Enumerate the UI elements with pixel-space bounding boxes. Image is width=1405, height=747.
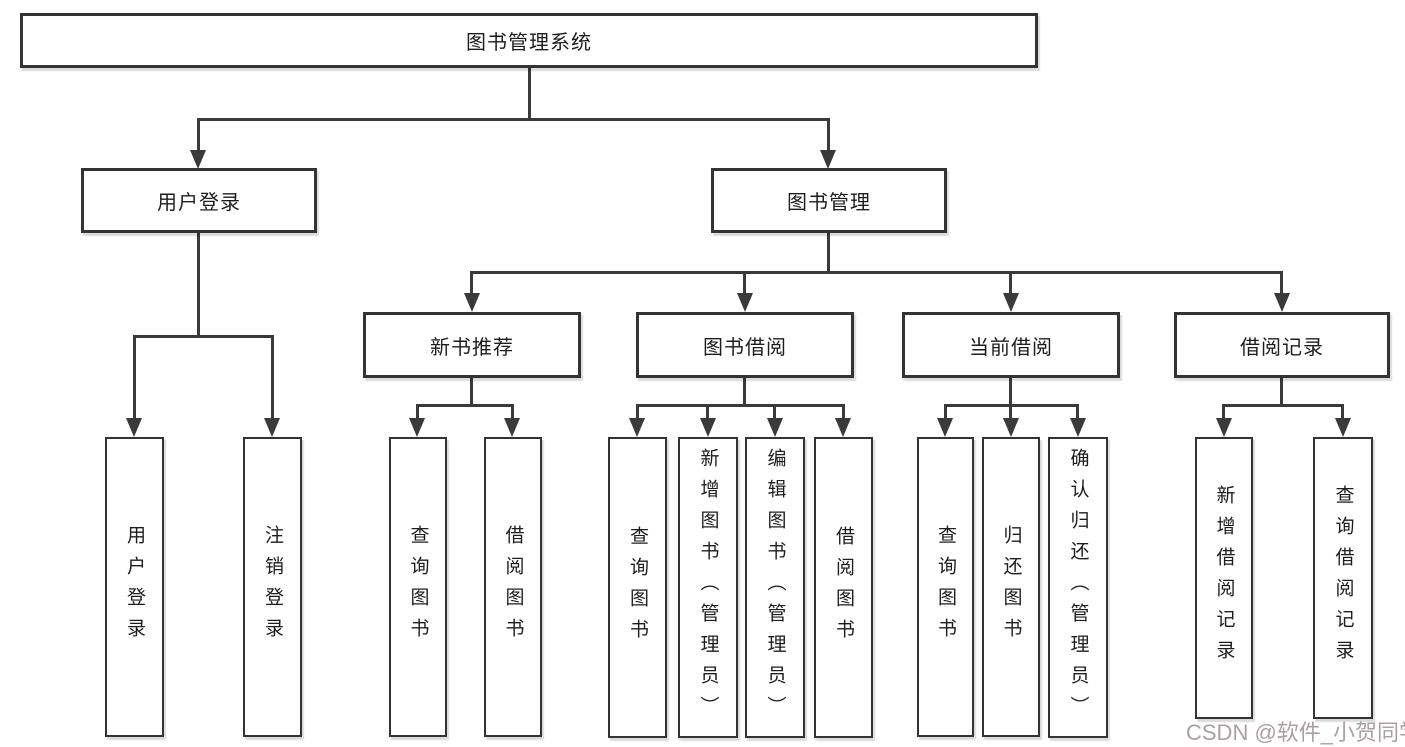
node-book-management-label: 图书管理	[787, 192, 871, 214]
leaf-add-book-admin: 新增图书（管理员）	[678, 437, 738, 738]
leaf-query-book-3-label: 查询图书	[935, 525, 956, 649]
connector-line	[1076, 404, 1079, 421]
arrow-down-icon	[504, 418, 520, 437]
arrow-down-icon	[190, 150, 206, 169]
connector-line	[1009, 271, 1012, 295]
connector-line	[773, 404, 776, 421]
leaf-query-borrow-record: 查询借阅记录	[1313, 437, 1373, 719]
arrow-down-icon	[629, 418, 645, 437]
arrow-down-icon	[1274, 293, 1290, 312]
arrow-down-icon	[700, 418, 716, 437]
connector-line	[416, 404, 514, 407]
connector-line	[197, 118, 200, 153]
connector-line	[743, 271, 746, 295]
node-book-borrow-label: 图书借阅	[703, 336, 787, 359]
arrow-down-icon	[409, 418, 425, 437]
leaf-query-book-2: 查询图书	[608, 437, 667, 738]
connector-line	[636, 404, 639, 421]
connector-line	[827, 231, 830, 274]
leaf-add-borrow-record: 新增借阅记录	[1195, 437, 1253, 719]
leaf-query-book-1: 查询图书	[389, 437, 447, 737]
connector-line	[1009, 404, 1012, 421]
connector-line	[706, 404, 709, 421]
leaf-add-borrow-record-label: 新增借阅记录	[1213, 485, 1235, 671]
connector-line	[271, 335, 274, 420]
node-book-management: 图书管理	[711, 168, 947, 233]
connector-line	[743, 376, 746, 407]
node-new-book-recommend: 新书推荐	[363, 312, 581, 378]
leaf-query-book-2-label: 查询图书	[627, 525, 648, 650]
leaf-borrow-book-1: 借阅图书	[484, 437, 542, 737]
connector-line	[471, 271, 1283, 274]
node-user-login: 用户登录	[81, 168, 317, 233]
arrow-down-icon	[835, 418, 851, 437]
node-user-login-label: 用户登录	[157, 192, 241, 214]
leaf-query-book-1-label: 查询图书	[407, 525, 429, 649]
arrow-down-icon	[264, 418, 280, 437]
node-root-label: 图书管理系统	[466, 32, 592, 54]
connector-line	[1280, 271, 1283, 295]
leaf-user-login-label: 用户登录	[124, 525, 145, 649]
leaf-return-book-label: 归还图书	[1000, 525, 1022, 649]
connector-line	[197, 118, 830, 121]
leaf-confirm-return-admin: 确认归还（管理员）	[1048, 437, 1108, 738]
leaf-logout-label: 注销登录	[262, 525, 283, 649]
csdn-watermark: CSDN @软件_小贺同学	[1186, 720, 1405, 745]
leaf-logout: 注销登录	[243, 437, 302, 737]
arrow-down-icon	[464, 293, 480, 312]
node-book-borrow: 图书借阅	[636, 312, 854, 378]
connector-line	[1222, 404, 1225, 421]
connector-line	[1341, 404, 1344, 421]
connector-line	[528, 66, 531, 120]
leaf-add-book-admin-label: 新增图书（管理员）	[697, 448, 719, 727]
leaf-borrow-book-2-label: 借阅图书	[833, 525, 854, 650]
leaf-borrow-book-2: 借阅图书	[814, 437, 873, 738]
connector-line	[133, 335, 136, 420]
node-new-book-recommend-label: 新书推荐	[430, 336, 514, 359]
arrow-down-icon	[126, 418, 142, 437]
leaf-borrow-book-1-label: 借阅图书	[502, 525, 524, 649]
connector-line	[1222, 404, 1344, 407]
leaf-return-book: 归还图书	[982, 437, 1040, 737]
connector-line	[1280, 376, 1283, 407]
connector-line	[470, 271, 473, 295]
connector-line	[197, 231, 200, 337]
arrow-down-icon	[737, 293, 753, 312]
leaf-edit-book-admin-label: 编辑图书（管理员）	[764, 448, 786, 727]
arrow-down-icon	[767, 418, 783, 437]
arrow-down-icon	[820, 150, 836, 169]
connector-line	[511, 404, 514, 421]
leaf-confirm-return-admin-label: 确认归还（管理员）	[1067, 448, 1089, 727]
node-current-borrow-label: 当前借阅	[969, 336, 1053, 359]
connector-line	[842, 404, 845, 421]
connector-line	[636, 404, 845, 407]
connector-line	[944, 404, 947, 421]
leaf-edit-book-admin: 编辑图书（管理员）	[745, 437, 805, 738]
node-borrow-records: 借阅记录	[1174, 312, 1390, 378]
arrow-down-icon	[1070, 418, 1086, 437]
connector-line	[827, 118, 830, 153]
connector-line	[416, 404, 419, 421]
arrow-down-icon	[937, 418, 953, 437]
leaf-user-login: 用户登录	[105, 437, 164, 737]
connector-line	[133, 335, 274, 338]
arrow-down-icon	[1335, 418, 1351, 437]
arrow-down-icon	[1216, 418, 1232, 437]
leaf-query-book-3: 查询图书	[917, 437, 974, 737]
node-current-borrow: 当前借阅	[902, 312, 1120, 378]
connector-line	[470, 376, 473, 407]
arrow-down-icon	[1003, 418, 1019, 437]
connector-line	[1009, 376, 1012, 407]
node-root: 图书管理系统	[20, 13, 1038, 68]
node-borrow-records-label: 借阅记录	[1240, 336, 1324, 359]
arrow-down-icon	[1003, 293, 1019, 312]
leaf-query-borrow-record-label: 查询借阅记录	[1332, 485, 1354, 671]
